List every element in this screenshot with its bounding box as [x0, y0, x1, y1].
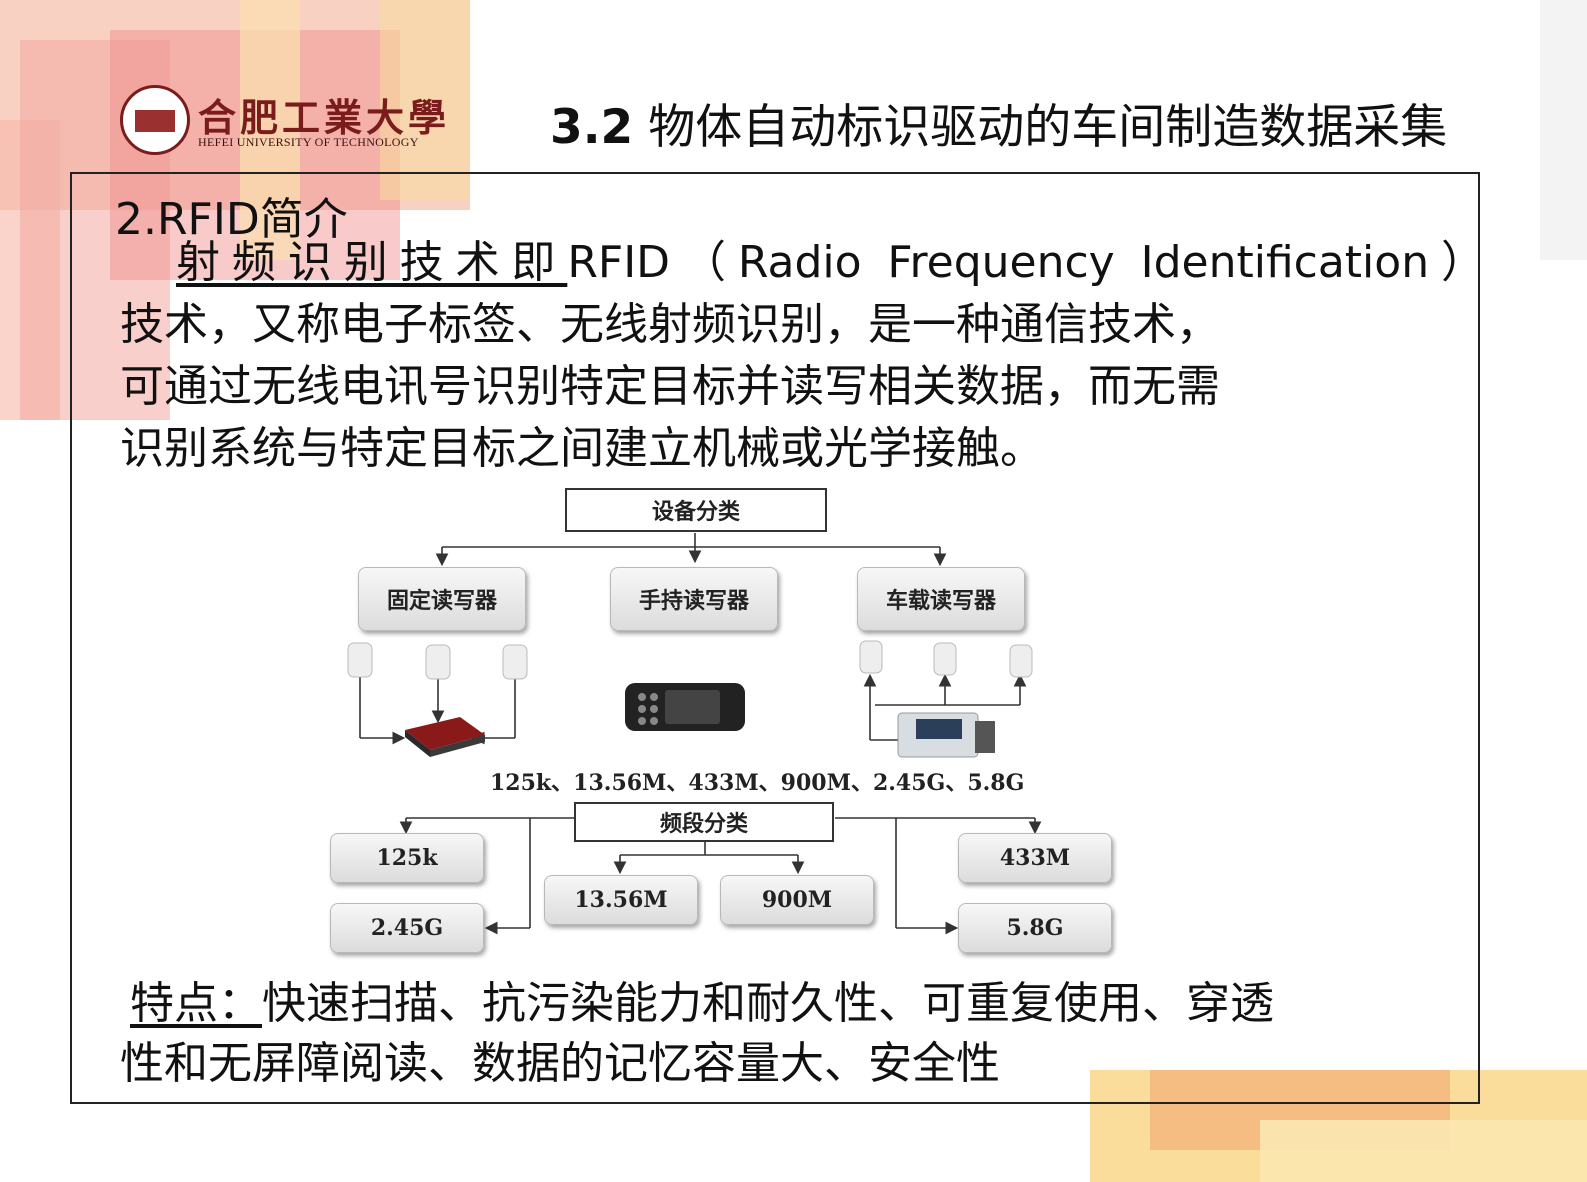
para-line-2: 技术，又称电子标签、无线射频识别，是一种通信技术， [120, 299, 1220, 350]
slide-title-number: 3.2 [550, 100, 634, 155]
decor-block [1540, 0, 1587, 260]
decor-block [1260, 1120, 1587, 1182]
diagram-connectors [347, 533, 1042, 935]
logo-english-name: HEFEI UNIVERSITY OF TECHNOLOGY [198, 135, 419, 149]
fixed-reader-box: 固定读写器 [358, 567, 526, 631]
slide-title-text: 物体自动标识驱动的车间制造数据采集 [648, 100, 1448, 155]
band-58g-box: 5.8G [958, 903, 1112, 953]
vehicle-reader-device-icon [897, 712, 995, 758]
para-underlined-text: 射频识别技术即 [176, 237, 568, 288]
para-line-1-rest: RFID（Radio Frequency Identification） [567, 237, 1485, 288]
features-text-line-1: 快速扫描、抗污染能力和耐久性、可重复使用、穿透 [262, 978, 1274, 1029]
decor-block [240, 0, 300, 260]
university-logo: 合肥工業大學 HEFEI UNIVERSITY OF TECHNOLOGY [120, 85, 446, 165]
para-line-4: 识别系统与特定目标之间建立机械或光学接触。 [120, 423, 1044, 474]
fixed-reader-device-icon [405, 717, 485, 757]
handheld-reader-device-icon [625, 683, 745, 731]
decor-block [380, 0, 470, 200]
content-frame [70, 172, 1480, 1104]
frequency-list: 125k、13.56M、433M、900M、2.45G、5.8G [490, 770, 1025, 796]
band-900m-box: 900M [720, 875, 874, 925]
band-245g-box: 2.45G [330, 903, 484, 953]
features-paragraph: 特点：快速扫描、抗污染能力和耐久性、可重复使用、穿透 性和无屏障阅读、数据的记忆… [120, 974, 1450, 1094]
slide-title: 3.2 物体自动标识驱动的车间制造数据采集 [550, 88, 1447, 157]
para-line-1: 射频识别技术即RFID（Radio Frequency Identificati… [120, 232, 1485, 294]
band-125k-box: 125k [330, 833, 484, 883]
intro-paragraph: 射频识别技术即RFID（Radio Frequency Identificati… [120, 232, 1485, 480]
band-433m-box: 433M [958, 833, 1112, 883]
rfid-classification-diagram: 设备分类 固定读写器 手持读写器 车载读写器 125k、13.56M、433M、… [320, 485, 1120, 965]
band-classification-box: 频段分类 [574, 802, 834, 842]
para-line-3: 可通过无线电讯号识别特定目标并读写相关数据，而无需 [120, 361, 1220, 412]
features-label: 特点： [130, 978, 262, 1029]
vehicle-reader-box: 车载读写器 [857, 567, 1025, 631]
section-title: 2.RFID简介 [115, 194, 348, 245]
device-classification-box: 设备分类 [565, 488, 827, 532]
features-text-line-2: 性和无屏障阅读、数据的记忆容量大、安全性 [120, 1038, 1000, 1089]
band-1356m-box: 13.56M [544, 875, 698, 925]
handheld-reader-box: 手持读写器 [610, 567, 778, 631]
logo-chinese-name: 合肥工業大學 [198, 95, 451, 140]
university-seal-icon [120, 85, 190, 155]
